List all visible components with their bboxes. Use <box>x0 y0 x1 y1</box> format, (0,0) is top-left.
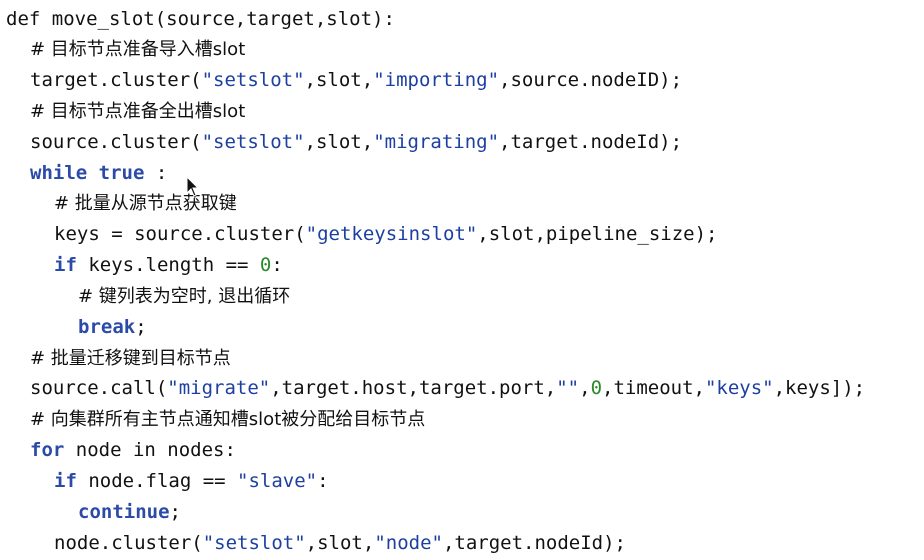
code-string: "importing" <box>373 69 500 91</box>
code-keyword: continue <box>78 501 170 523</box>
code-comment: # 目标节点准备全出槽slot <box>30 101 246 122</box>
code-text: target.cluster( <box>30 69 202 91</box>
code-line: while true : <box>30 158 167 188</box>
code-line: if keys.length == 0: <box>54 250 283 280</box>
code-line: # 目标节点准备导入槽slot <box>30 34 245 64</box>
code-keyword: if <box>54 470 77 492</box>
code-line: # 目标节点准备全出槽slot <box>30 96 245 126</box>
code-comment: # 向集群所有主节点通知槽slot被分配给目标节点 <box>30 409 426 430</box>
code-keyword: break <box>78 316 136 338</box>
code-text: ,slot, <box>305 532 375 554</box>
code-line: # 键列表为空时, 退出循环 <box>78 281 290 311</box>
code-text: node in nodes: <box>64 439 236 461</box>
code-line: # 向集群所有主节点通知槽slot被分配给目标节点 <box>30 404 425 434</box>
code-line: # 批量迁移键到目标节点 <box>30 343 231 373</box>
code-string: "migrating" <box>373 131 500 153</box>
code-string: "keys" <box>704 377 774 399</box>
code-keyword: true <box>98 162 145 184</box>
code-line: break; <box>78 312 147 342</box>
code-line: node.cluster("setslot",slot,"node",targe… <box>54 528 626 558</box>
code-text: node.flag == <box>76 470 238 492</box>
code-line: keys = source.cluster("getkeysinslot",sl… <box>54 219 717 249</box>
code-line: if node.flag == "slave": <box>54 466 329 496</box>
code-text: ,timeout, <box>602 377 705 399</box>
code-line: for node in nodes: <box>30 435 236 465</box>
code-line: source.cluster("setslot",slot,"migrating… <box>30 127 682 157</box>
code-string: "setslot" <box>201 69 305 91</box>
code-text: source.call( <box>30 377 168 399</box>
code-line: # 批量从源节点获取键 <box>54 188 237 218</box>
code-text <box>87 162 98 184</box>
code-line: def move_slot(source,target,slot): <box>6 4 395 34</box>
code-line: source.call("migrate",target.host,target… <box>30 373 865 403</box>
code-text: ,target.host,target.port, <box>270 377 557 399</box>
code-text: : <box>317 470 329 492</box>
code-comment: # 键列表为空时, 退出循环 <box>78 286 291 307</box>
code-keyword: if <box>54 254 77 276</box>
code-number: 0 <box>259 254 272 276</box>
code-string: "migrate" <box>167 377 271 399</box>
code-string: "" <box>556 377 580 399</box>
code-string: "setslot" <box>201 131 305 153</box>
code-number: 0 <box>590 377 603 399</box>
code-text: keys = source.cluster( <box>54 223 306 245</box>
code-keyword: for <box>30 439 65 461</box>
code-text: ; <box>169 501 181 523</box>
code-comment: # 目标节点准备导入槽slot <box>30 39 246 60</box>
code-comment: # 批量迁移键到目标节点 <box>30 348 231 369</box>
code-text: ,slot,pipeline_size); <box>477 223 718 245</box>
code-string: "slave" <box>237 470 318 492</box>
code-text: keys.length == <box>76 254 260 276</box>
code-line: target.cluster("setslot",slot,"importing… <box>30 65 682 95</box>
code-text: : <box>144 162 168 184</box>
code-string: "getkeysinslot" <box>305 223 478 245</box>
code-text: ,slot, <box>304 131 374 153</box>
code-text: : <box>271 254 283 276</box>
code-text: , <box>579 377 591 399</box>
code-string: "node" <box>374 532 443 554</box>
code-text: ,target.nodeId); <box>499 131 683 153</box>
code-line: continue; <box>78 497 181 527</box>
code-text: ,slot, <box>304 69 374 91</box>
code-string: "setslot" <box>202 532 306 554</box>
mouse-pointer-icon <box>186 175 200 203</box>
code-text: ; <box>135 316 147 338</box>
code-keyword: while <box>30 162 88 184</box>
code-text: def move_slot(source,target,slot): <box>6 8 395 30</box>
code-comment: # 批量从源节点获取键 <box>54 193 237 214</box>
code-text: source.cluster( <box>30 131 202 153</box>
code-text: ,keys]); <box>773 377 866 399</box>
code-text: ,target.nodeId); <box>442 532 626 554</box>
code-text: ,source.nodeID); <box>499 69 683 91</box>
code-text: node.cluster( <box>54 532 203 554</box>
